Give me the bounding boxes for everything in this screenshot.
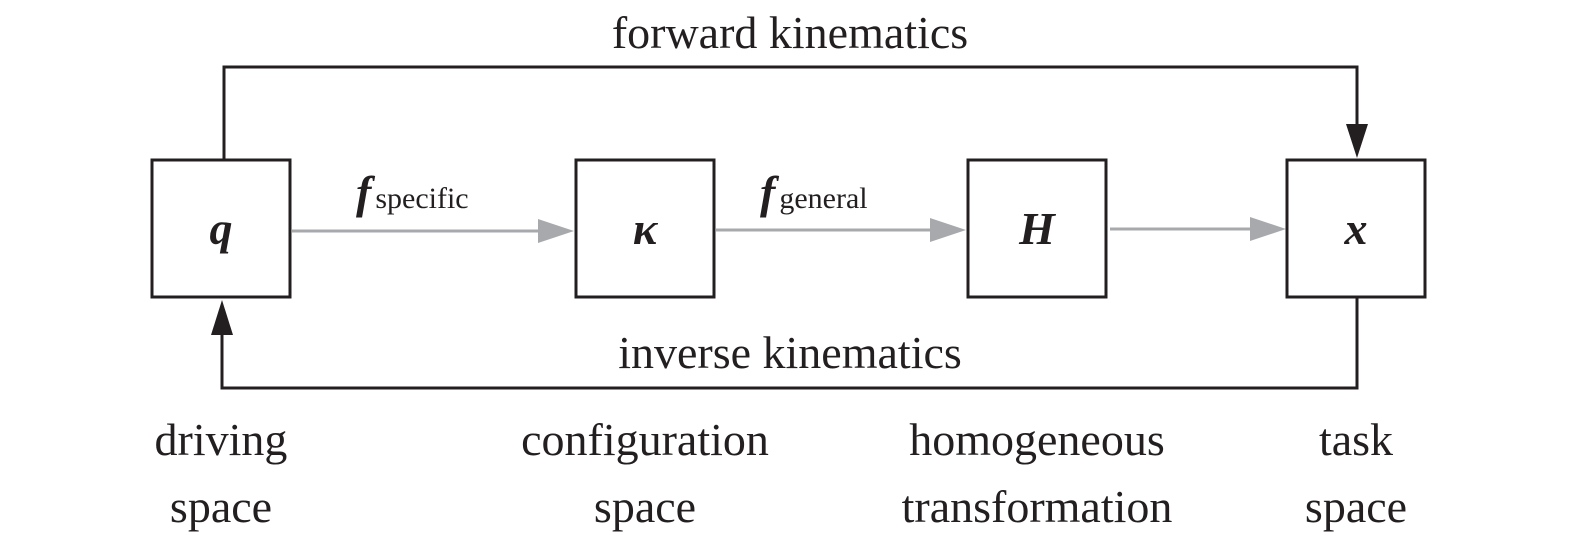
label-transformation: transformation — [902, 481, 1173, 532]
inverse-kinematics-arrow — [211, 298, 1359, 390]
label-driving-space: space — [170, 481, 272, 532]
arrow-kappa-to-h — [716, 218, 966, 242]
node-homogeneous-transformation: H — [966, 158, 1108, 299]
node-task-space: x — [1285, 158, 1427, 299]
label-task-space: space — [1305, 481, 1407, 532]
label-configuration: configuration — [521, 414, 769, 465]
edge-f-general-subscript: general — [779, 182, 867, 215]
label-homogeneous: homogeneous — [909, 414, 1165, 465]
forward-kinematics-label: forward kinematics — [612, 7, 968, 58]
arrow-q-to-kappa — [292, 219, 574, 243]
edge-f-general-symbol: f — [760, 167, 780, 218]
node-x-symbol: x — [1344, 203, 1368, 254]
edge-f-specific-symbol: f — [356, 167, 376, 218]
edge-f-specific-subscript: specific — [375, 182, 468, 215]
node-kappa-symbol: κ — [633, 203, 659, 254]
inverse-kinematics-label: inverse kinematics — [618, 327, 962, 378]
node-h-symbol: H — [1018, 203, 1056, 254]
forward-kinematics-arrow — [222, 65, 1368, 160]
node-configuration-space: κ — [574, 158, 716, 299]
label-task: task — [1319, 414, 1393, 465]
label-configuration-space: space — [594, 481, 696, 532]
node-driving-space: q — [150, 158, 292, 299]
arrow-h-to-x — [1110, 217, 1286, 241]
label-driving: driving — [155, 414, 288, 465]
node-q-symbol: q — [210, 203, 233, 254]
